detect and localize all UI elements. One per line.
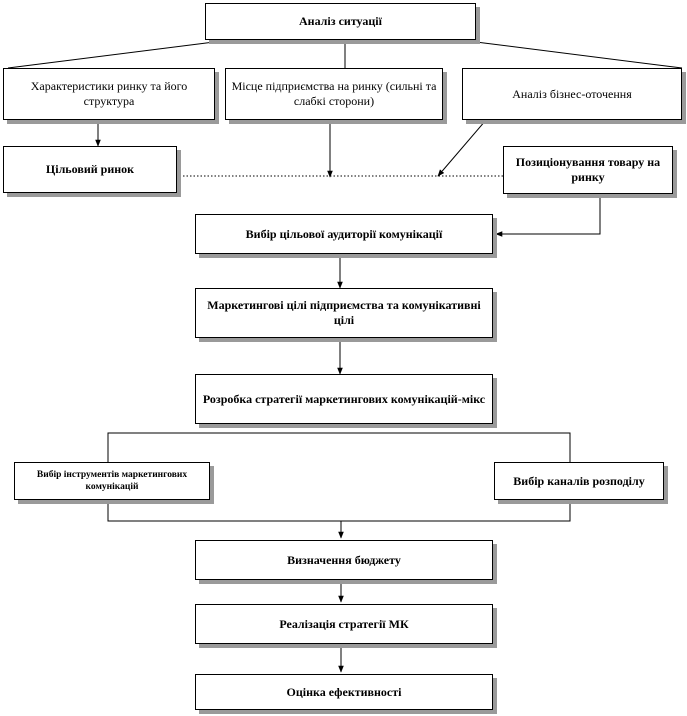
market-characteristics-box: Характеристики ринку та його структура bbox=[3, 68, 215, 120]
connector-analysis-right bbox=[459, 39, 683, 69]
positioning-label: Позиціонування товару на ринку bbox=[515, 155, 661, 184]
strategy-development-label: Розробка стратегії маркетингових комунік… bbox=[202, 391, 486, 406]
target-market-box: Цільовий ринок bbox=[3, 146, 177, 193]
business-environment-box: Аналіз бізнес-оточення bbox=[462, 68, 682, 120]
company-place-box: Місце підприємства на ринку (сильні та с… bbox=[225, 68, 443, 120]
evaluation-label: Оцінка ефективності bbox=[286, 684, 402, 699]
connector-strategy-frame bbox=[107, 432, 571, 462]
audience-choice-box: Вибір цільової аудиторії комунікації bbox=[195, 214, 493, 254]
connector-frame-bottom bbox=[107, 500, 571, 522]
strategy-development-box: Розробка стратегії маркетингових комунік… bbox=[195, 374, 493, 424]
business-environment-label: Аналіз бізнес-оточення bbox=[512, 86, 632, 101]
connector-analysis-left bbox=[7, 39, 231, 69]
implementation-label: Реалізація стратегії МК bbox=[279, 616, 409, 631]
channels-choice-box: Вибір каналів розподілу bbox=[494, 462, 664, 500]
situation-analysis-label: Аналіз ситуації bbox=[299, 14, 382, 28]
arrow-positioning-to-audience bbox=[495, 194, 601, 237]
channels-choice-label: Вибір каналів розподілу bbox=[513, 473, 645, 488]
arrow-business-env-diagonal bbox=[437, 119, 487, 177]
marketing-goals-label: Маркетингові цілі підприємства та комуні… bbox=[207, 298, 481, 327]
situation-analysis-box: Аналіз ситуації bbox=[205, 3, 476, 40]
budget-label: Визначення бюджету bbox=[287, 552, 401, 567]
evaluation-box: Оцінка ефективності bbox=[195, 674, 493, 710]
market-characteristics-label: Характеристики ринку та його структура bbox=[30, 79, 188, 108]
target-market-label: Цільовий ринок bbox=[45, 162, 135, 176]
tools-choice-label: Вибір інструментів маркетингових комунік… bbox=[36, 470, 188, 492]
marketing-goals-box: Маркетингові цілі підприємства та комуні… bbox=[195, 288, 493, 338]
company-place-label: Місце підприємства на ринку (сильні та с… bbox=[231, 79, 437, 108]
budget-box: Визначення бюджету bbox=[195, 540, 493, 580]
positioning-box: Позиціонування товару на ринку bbox=[503, 146, 673, 194]
audience-choice-label: Вибір цільової аудиторії комунікації bbox=[245, 226, 443, 241]
implementation-box: Реалізація стратегії МК bbox=[195, 604, 493, 644]
tools-choice-box: Вибір інструментів маркетингових комунік… bbox=[14, 462, 210, 500]
